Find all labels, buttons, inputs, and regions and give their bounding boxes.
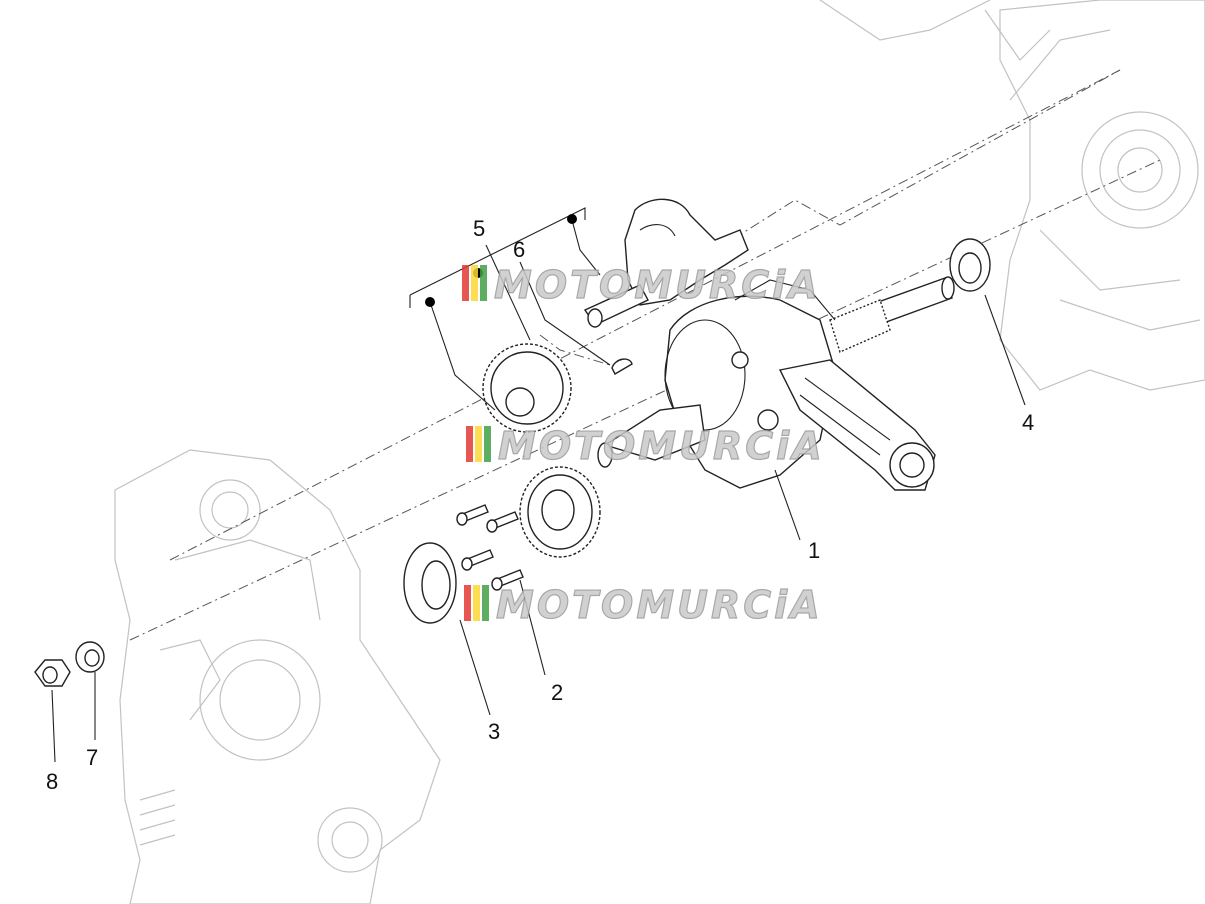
kit-bullet-right	[567, 214, 577, 224]
gear-screws	[456, 504, 524, 591]
callout-2: 2	[551, 680, 563, 705]
callout-5: 5	[473, 216, 485, 241]
drive-gear	[519, 466, 601, 558]
watermark-2: MOTOMURCiA	[466, 423, 825, 469]
watermark-flag	[462, 265, 469, 301]
crankshaft	[597, 276, 955, 489]
callout-3: 3	[488, 719, 500, 744]
washer	[75, 641, 105, 673]
assembly-axis-lines	[129, 69, 1161, 641]
callout-labels: 1 2 3 4 5 6 7 8	[46, 216, 1034, 794]
callout-4: 4	[1022, 410, 1034, 435]
callout-8: 8	[46, 769, 58, 794]
balance-gear-upper	[482, 343, 572, 433]
woodruff-key	[611, 358, 633, 375]
leader-lines	[51, 244, 1026, 763]
right-crankcase-ghost	[819, 0, 1205, 391]
kit-bullet-left	[425, 297, 435, 307]
watermark-1: MOTOMURCiA	[462, 262, 821, 308]
watermark-text: MOTOMURCiA	[494, 263, 821, 307]
nut	[34, 659, 71, 687]
balance-shaft	[583, 198, 749, 328]
callout-1: 1	[808, 538, 820, 563]
watermark-3: MOTOMURCiA	[464, 582, 823, 628]
oil-seal	[949, 238, 991, 292]
watermark-text: MOTOMURCiA	[498, 424, 825, 468]
left-crankcase-ghost	[114, 449, 441, 904]
watermark-text: MOTOMURCiA	[496, 583, 823, 627]
connecting-rod	[778, 359, 936, 491]
callout-6: 6	[513, 237, 525, 262]
thrust-washer	[403, 542, 457, 624]
callout-7: 7	[86, 745, 98, 770]
